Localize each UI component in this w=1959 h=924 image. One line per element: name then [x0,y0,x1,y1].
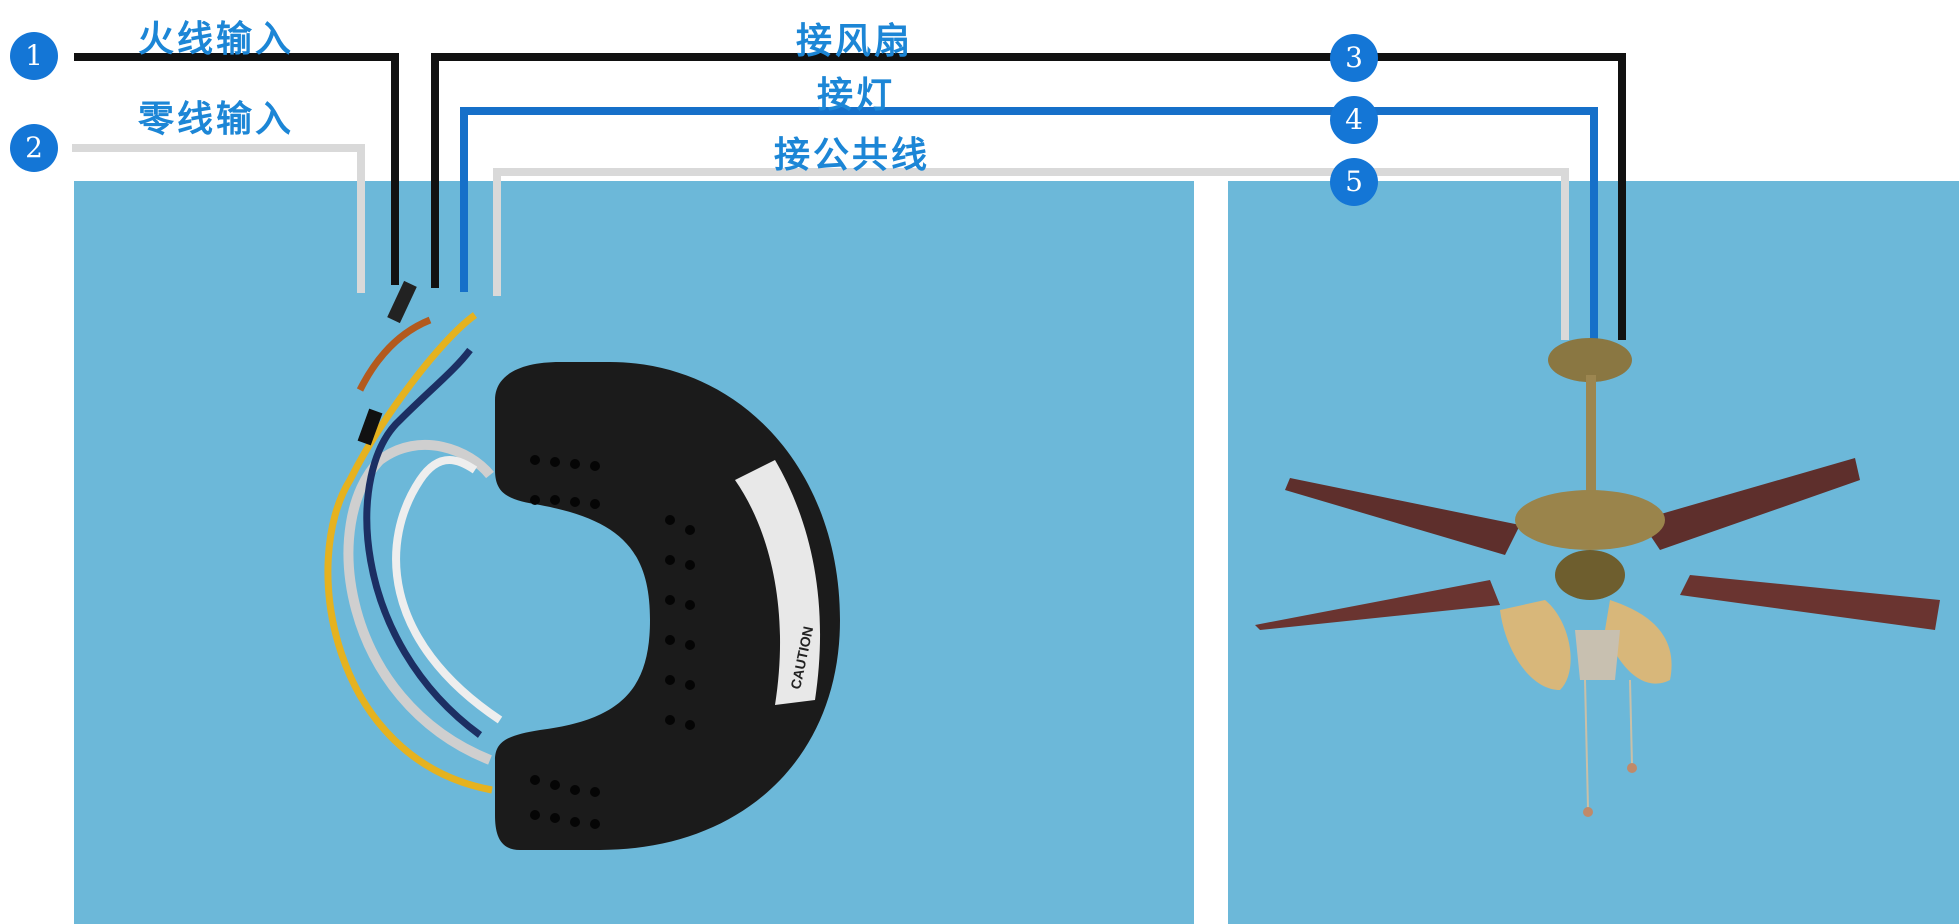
fan-blade-right [1640,458,1860,550]
badge-4: 4 [1330,96,1378,144]
live-input-label: 火线输入 [138,19,295,60]
fan-downrod [1586,375,1596,500]
badge-1: 1 [10,32,58,80]
to-common-label: 接公共线 [774,135,931,176]
to-fan-label: 接风扇 [796,21,914,62]
badge-3: 3 [1330,34,1378,82]
fan-canopy [1548,338,1632,382]
fan-wire [431,53,1626,340]
module-wire-white [392,456,503,724]
live-input-wire [74,53,399,285]
module-wire-navy [363,347,483,738]
module-wire-gray [343,440,494,765]
module-wire-end-black-2 [357,408,383,446]
fan-motor-housing [1515,490,1665,550]
fan-pull-chain-left [1584,679,1589,809]
fan-pull-chain-left-end [1583,807,1593,817]
neutral-input-label: 零线输入 [138,99,295,140]
fan-pull-chain-right-end [1627,763,1637,773]
module-wire-end-black [387,280,417,324]
fan-light-shade-center [1575,630,1620,680]
badge-5: 5 [1330,158,1378,206]
module-wire-yellow [324,312,493,794]
light-wire [460,107,1598,340]
fan-blade-lower-right [1680,575,1940,630]
fan-light-shade-left [1500,600,1571,690]
to-light-label: 接灯 [817,75,896,116]
fan-light-shade-right [1605,600,1672,684]
fan-blade-left [1285,478,1520,555]
module-vent-holes [530,455,695,829]
fan-light-hub [1555,550,1625,600]
fan-blade-lower-left [1255,580,1500,630]
module-label-sticker [735,460,821,705]
neutral-input-wire [72,144,365,293]
badge-2: 2 [10,124,58,172]
common-wire [493,168,1569,340]
module-wire-orange [356,316,432,392]
fan-pull-chain-right [1629,679,1633,766]
